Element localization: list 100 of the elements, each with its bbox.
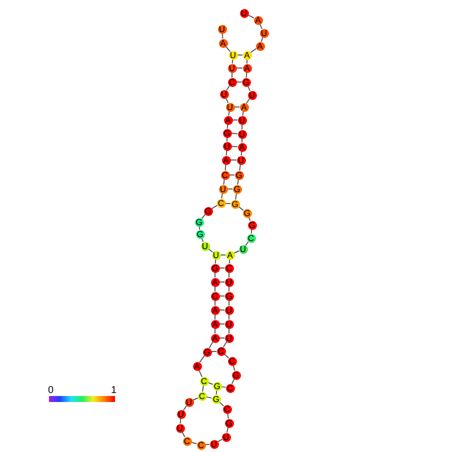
nucleotide-circle: C: [246, 234, 256, 242]
nucleotide-circle: U: [248, 90, 256, 100]
nucleotide-circle: A: [210, 278, 220, 286]
backbone-line: [226, 150, 228, 156]
nucleotide-circle: G: [242, 78, 250, 86]
backbone-line: [228, 328, 230, 334]
nucleotide-circle: A: [242, 50, 252, 60]
base-pair-line: [231, 146, 238, 148]
nucleotide-circle: U: [224, 306, 234, 314]
backbone-line: [218, 402, 224, 406]
backbone-line: [224, 164, 226, 171]
base-pair-line: [229, 174, 235, 176]
backbone-line: [214, 286, 216, 292]
nucleotide-circle: U: [224, 334, 234, 342]
scale-label: 0: [48, 385, 54, 396]
backbone-line: [226, 85, 230, 91]
backbone-line: [260, 36, 264, 42]
nucleotide-circle: G: [230, 200, 240, 208]
base-pair-line: [211, 350, 217, 352]
nucleotide-circle: A: [226, 250, 234, 260]
nucleotide-circle: U: [260, 28, 268, 38]
nucleotide-circle: U: [200, 242, 210, 250]
nucleotide-circle: U: [224, 278, 234, 286]
nucleotide-circle: U: [240, 8, 248, 18]
nucleotide-circle: U: [222, 432, 230, 442]
nucleotide-circle: A: [242, 64, 252, 72]
nucleotide-circle: C: [200, 376, 208, 386]
nucleotide-circle: C: [226, 384, 234, 392]
backbone-line: [226, 426, 229, 434]
nucleotide-circle: U: [222, 142, 232, 150]
nucleotide-circle: U: [226, 102, 234, 112]
nucleotide-circle: C: [196, 440, 206, 450]
backbone-line: [222, 341, 228, 348]
nucleotide-circle: A: [218, 38, 228, 48]
backbone-line: [231, 378, 235, 384]
nucleotide-circle: G: [202, 348, 212, 356]
nucleotide-circle: C: [198, 392, 206, 400]
base-pair-line: [220, 254, 226, 256]
scale-label: 1: [111, 385, 117, 396]
nucleotide-circle: C: [210, 292, 220, 300]
nucleotide-circle: C: [216, 346, 226, 356]
backbone-line: [245, 241, 249, 246]
backbone-line: [222, 33, 224, 39]
nucleotide-circle: C: [228, 356, 236, 366]
nucleotide-circle: A: [238, 142, 246, 152]
nucleotide-circle: U: [218, 24, 226, 34]
nucleotide-circle: U: [238, 116, 246, 124]
nucleotide-circle: U: [228, 50, 238, 60]
backbone-line: [199, 355, 205, 363]
backbone-line: [246, 72, 248, 78]
backbone-line: [250, 48, 257, 53]
nucleotide-circle: U: [238, 130, 246, 138]
backbone-line: [228, 286, 230, 292]
nucleotide-circle: G: [248, 220, 256, 230]
backbone-line: [214, 314, 216, 320]
nucleotide-circle: G: [242, 208, 252, 218]
nucleotide-circle: A: [192, 362, 202, 370]
nucleotide-circle: G: [212, 394, 220, 404]
nucleotide-circle: G: [194, 218, 204, 226]
nucleotide-circle: A: [254, 16, 262, 24]
nucleotide-circle: U: [236, 156, 246, 164]
base-pair-line: [225, 202, 231, 204]
nucleotide-circle: C: [220, 170, 230, 180]
nucleotide-circle: U: [220, 90, 228, 98]
nucleotide-circle: U: [238, 244, 248, 254]
nucleotide-circle: U: [224, 320, 234, 328]
nucleotide-circle: G: [204, 206, 212, 216]
base-pair-line: [234, 106, 240, 108]
base-pair-line: [237, 54, 243, 56]
backbone-line: [228, 272, 230, 278]
nucleotide-circle: G: [196, 230, 204, 238]
backbone-line: [217, 438, 223, 442]
backbone-line: [228, 300, 230, 306]
nucleotide-circle: C: [224, 264, 234, 272]
backbone-line: [183, 405, 187, 411]
nucleotide-circle: C: [228, 78, 236, 86]
nucleotide-circle: A: [222, 156, 230, 164]
base-pair-line: [227, 188, 233, 190]
nucleotide-circle: A: [210, 306, 220, 314]
base-pair-line: [231, 132, 238, 134]
nucleotide-circle: G: [210, 264, 220, 272]
nucleotide-circle: A: [210, 320, 220, 328]
nucleotide-circle: U: [176, 424, 184, 432]
nucleotide-circle: G: [224, 418, 234, 428]
backbone-line: [214, 328, 216, 334]
backbone-line: [180, 418, 182, 424]
nucleotide-circle: U: [212, 250, 220, 260]
nucleotide-circle: U: [210, 440, 218, 448]
nucleotide-circle: G: [212, 382, 222, 390]
nucleotide-circle: A: [224, 116, 232, 124]
nucleotide-circle: U: [218, 184, 228, 194]
nucleotide-circle: A: [210, 334, 220, 342]
backbone-line: [224, 354, 230, 358]
nucleotide-circle: G: [232, 184, 242, 194]
nucleotide-circle: G: [234, 170, 244, 180]
nucleotide-circle: G: [222, 128, 232, 138]
nucleotide-circle: C: [182, 436, 192, 446]
backbone-line: [228, 314, 230, 320]
backbone-line: [246, 98, 250, 104]
nucleotide-circle: G: [224, 292, 234, 300]
